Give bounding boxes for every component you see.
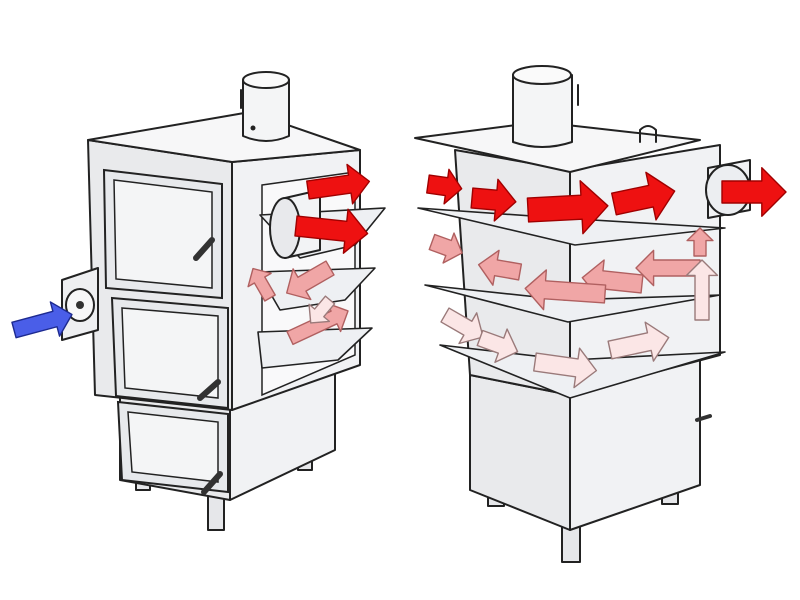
left-chimney	[240, 71, 290, 142]
flow-arrow-l-mid-1	[285, 260, 335, 301]
flow-arrow-l-top-2	[294, 208, 369, 254]
flow-arrow-l-top-1	[306, 163, 371, 205]
flow-arrow-r-side-1	[428, 232, 463, 264]
air-intake-fan	[61, 267, 99, 341]
arrow-right-icon	[11, 301, 73, 339]
left-ash-door[interactable]	[116, 400, 229, 495]
upper-door-handle[interactable]	[193, 237, 215, 261]
left-stove	[61, 71, 386, 531]
left-lower-door[interactable]	[110, 296, 229, 410]
flow-arrow-r-bot-2	[476, 328, 519, 363]
left-stove-top	[87, 111, 361, 163]
flow-arrow-r-mid-1	[635, 249, 701, 287]
flow-arrow-r-bot-4	[607, 321, 670, 362]
top-handle[interactable]	[639, 125, 657, 143]
flow-arrow-l-bot-2	[308, 295, 336, 324]
flow-arrow-r-top-3	[526, 180, 609, 235]
flow-arrow-r-side-2	[685, 259, 719, 321]
right-stove-top	[414, 121, 701, 173]
flow-arrow-r-side-3	[686, 227, 714, 257]
flow-arrow-r-mid-3	[524, 269, 607, 311]
ash-door-handle[interactable]	[201, 471, 223, 495]
left-plate-3	[257, 327, 373, 369]
right-base-front	[469, 374, 571, 531]
flow-arrow-r-bot-3	[533, 347, 598, 389]
flow-arrow-r-mid-4	[477, 249, 523, 286]
flow-arrow-r-top-1	[426, 168, 463, 205]
flow-arrow-l-mid-2	[247, 267, 276, 302]
flow-arrow-r-top-4	[611, 171, 676, 221]
left-plate-2	[257, 267, 376, 311]
right-chimney	[512, 65, 579, 148]
right-plate-2	[424, 284, 721, 323]
left-upper-door[interactable]	[102, 168, 223, 300]
flow-arrow-r-top-2	[470, 178, 517, 222]
flow-arrow-r-top-5	[721, 166, 787, 218]
lower-door-handle[interactable]	[197, 379, 221, 401]
airflow-arrows	[11, 163, 787, 389]
right-base-latch[interactable]	[695, 414, 712, 422]
flow-arrow-r-bot-1	[440, 307, 484, 345]
